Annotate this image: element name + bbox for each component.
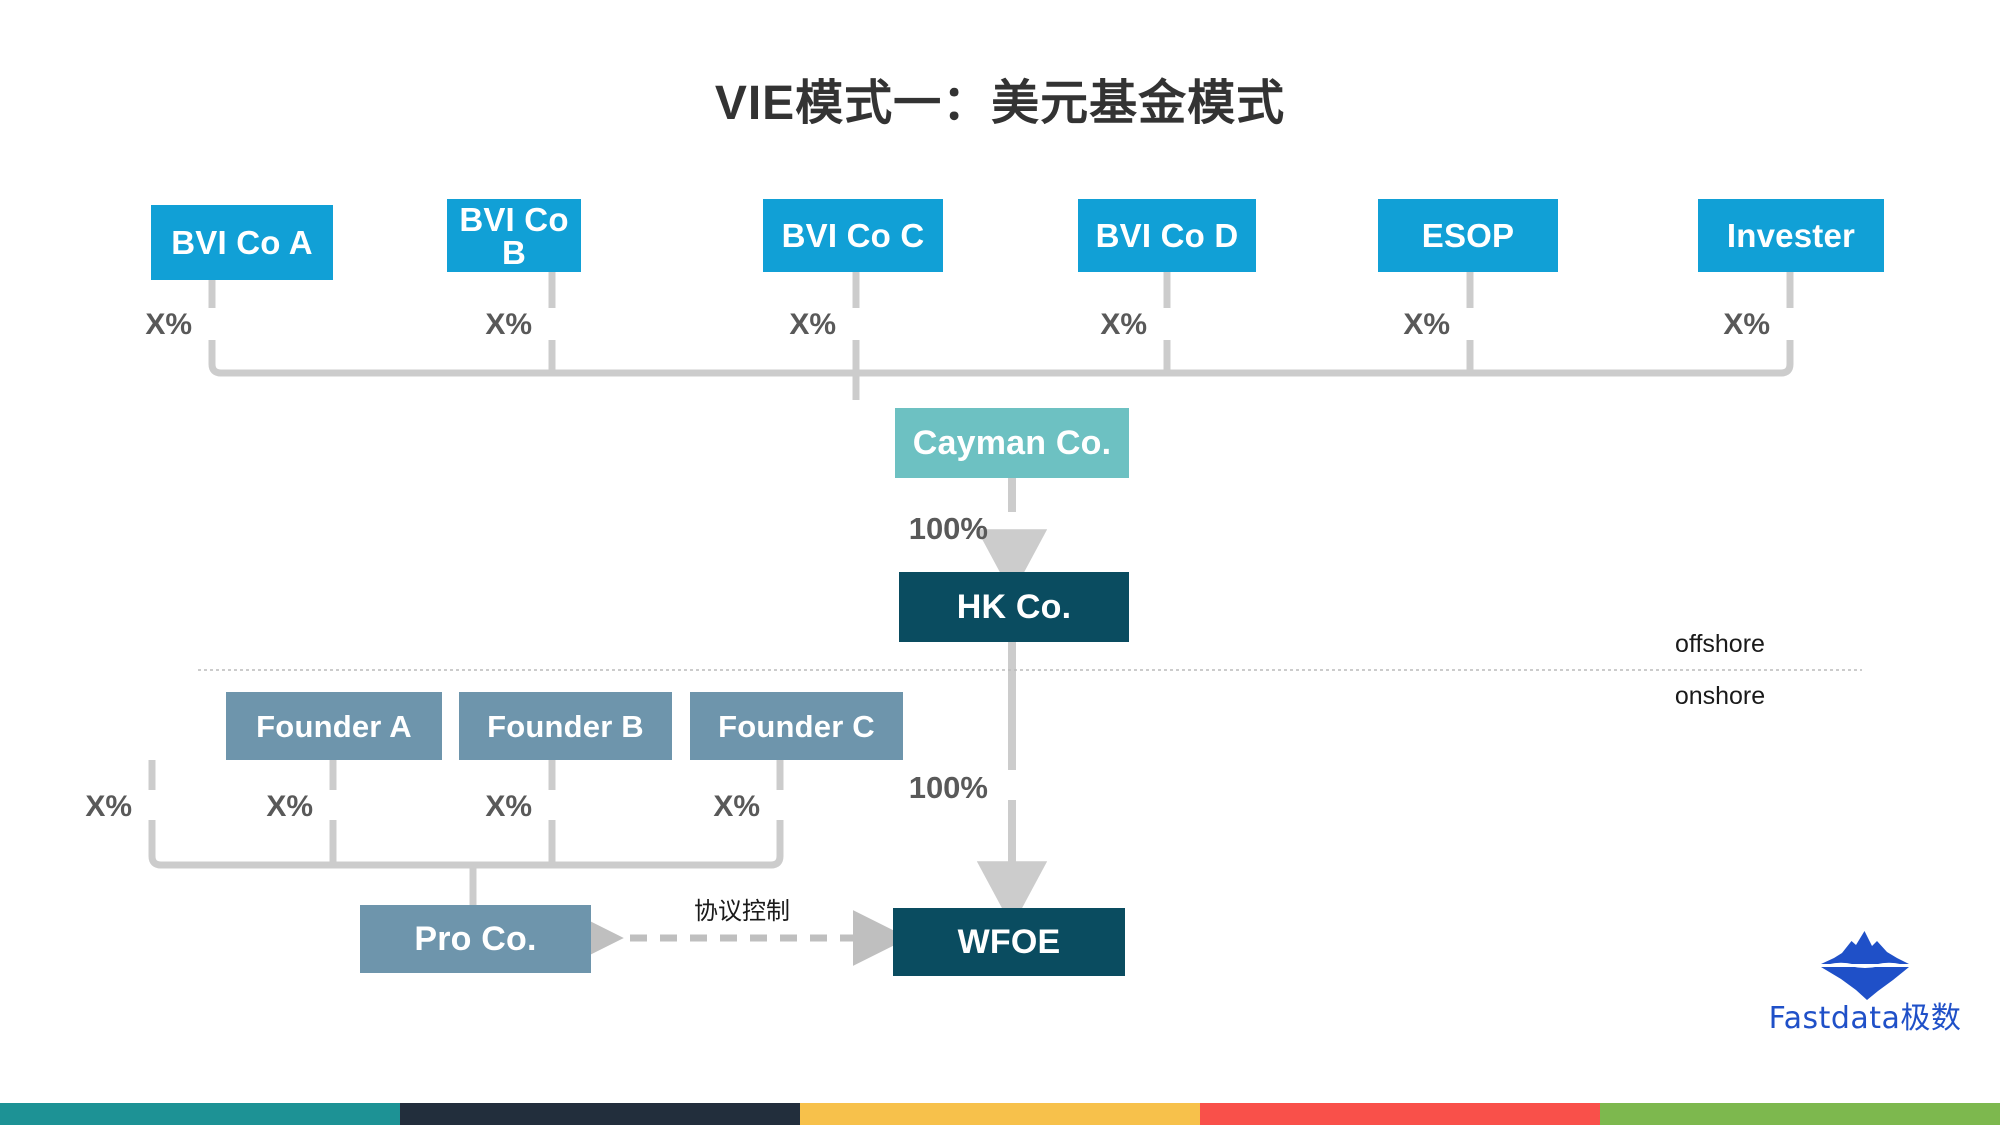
node-wfoe[interactable]: WFOE	[893, 908, 1125, 976]
ribbon-segment-5	[1600, 1103, 2000, 1125]
node-label: Cayman Co.	[912, 424, 1112, 462]
pct-esop: X%	[1403, 308, 1450, 341]
node-bvi-co-b[interactable]: BVI Co B	[447, 199, 581, 272]
node-label: WFOE	[957, 923, 1061, 961]
node-founder-b[interactable]: Founder B	[459, 692, 672, 760]
founder-bus	[148, 855, 784, 869]
node-label: BVI Co B	[459, 200, 569, 271]
ribbon-segment-1	[0, 1103, 400, 1125]
page-title: VIE模式一：美元基金模式	[714, 77, 1286, 130]
node-hk-co[interactable]: HK Co.	[899, 572, 1129, 642]
node-label: BVI Co C	[781, 217, 925, 254]
node-label: Founder A	[256, 708, 412, 744]
pct-founder-b: X%	[485, 790, 532, 823]
zone-label-offshore: offshore	[1675, 630, 1765, 658]
node-bvi-co-d[interactable]: BVI Co D	[1078, 199, 1256, 272]
node-label: Founder C	[718, 708, 875, 744]
zone-label-onshore: onshore	[1674, 682, 1766, 710]
node-label: BVI Co D	[1095, 217, 1239, 254]
pct-trailing: X%	[713, 790, 760, 823]
node-label: Founder B	[487, 708, 644, 744]
node-label: Pro Co.	[414, 920, 537, 958]
brand-wordmark: Fastdata极数	[1768, 1001, 1962, 1036]
pct-hk-to-wfoe: 100%	[908, 770, 988, 805]
ribbon-segment-4	[1200, 1103, 1600, 1125]
node-label: Invester	[1726, 217, 1856, 254]
node-founder-c[interactable]: Founder C	[690, 692, 903, 760]
pct-bvi-co-c: X%	[789, 308, 836, 341]
pct-cayman-to-hk: 100%	[908, 511, 988, 546]
tier1-bus	[208, 363, 1794, 377]
node-founder-a[interactable]: Founder A	[226, 692, 442, 760]
node-label: HK Co.	[956, 588, 1072, 626]
node-bvi-co-c[interactable]: BVI Co C	[763, 199, 943, 272]
pct-bvi-co-b: X%	[485, 308, 532, 341]
pct-invester: X%	[1723, 308, 1770, 341]
node-label: ESOP	[1421, 217, 1515, 254]
ribbon-segment-3	[800, 1103, 1200, 1125]
bottom-color-ribbon	[0, 1103, 2000, 1125]
node-label: BVI Co A	[171, 224, 313, 261]
contractual-control-label: 协议控制	[694, 898, 790, 925]
brand-logo: Fastdata极数	[1760, 928, 1970, 1034]
node-cayman-co[interactable]: Cayman Co.	[895, 408, 1129, 478]
node-pro-co[interactable]: Pro Co.	[360, 905, 591, 973]
pct-founder-a: X%	[266, 790, 313, 823]
node-esop[interactable]: ESOP	[1378, 199, 1558, 272]
node-bvi-co-a[interactable]: BVI Co A	[151, 205, 333, 280]
ribbon-segment-2	[400, 1103, 800, 1125]
iceberg-icon	[1821, 931, 1909, 1000]
node-invester[interactable]: Invester	[1698, 199, 1884, 272]
pct-bvi-co-d: X%	[1100, 308, 1147, 341]
pct-bvi-co-a: X%	[145, 308, 192, 341]
pct-extra-holder: X%	[85, 790, 132, 823]
